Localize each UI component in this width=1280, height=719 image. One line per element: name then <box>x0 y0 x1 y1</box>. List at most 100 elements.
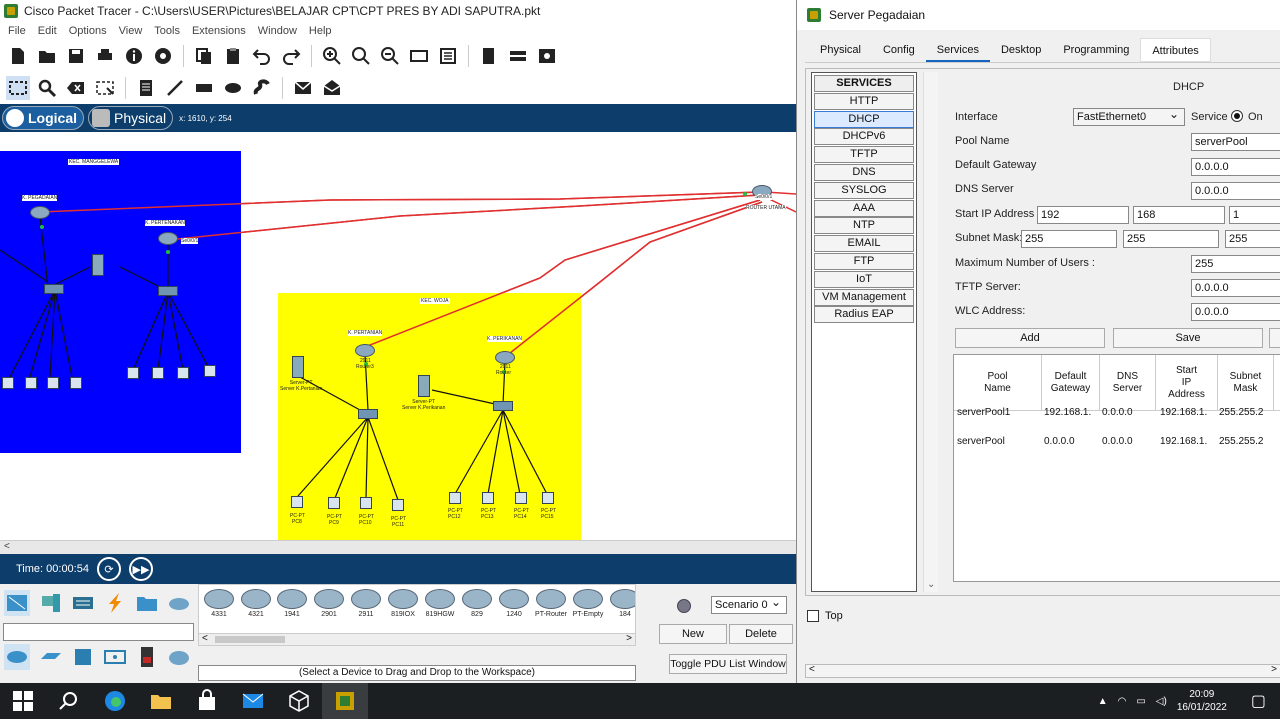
tab-config[interactable]: Config <box>872 38 926 62</box>
services-scrollbar[interactable]: ⌄ <box>923 72 938 592</box>
device-search-input[interactable] <box>3 623 194 641</box>
menu-window[interactable]: Window <box>257 25 297 37</box>
model-4321[interactable]: 4321 <box>239 587 273 621</box>
pc-blue[interactable] <box>47 377 59 389</box>
service-email[interactable]: EMAIL <box>814 235 914 253</box>
models-scrollbar[interactable]: < > <box>199 633 635 645</box>
router-pertenakan[interactable] <box>158 232 178 245</box>
router-perikanan[interactable] <box>495 351 515 364</box>
notes-button[interactable] <box>477 44 501 68</box>
screenshot-button[interactable] <box>535 44 559 68</box>
pc13[interactable] <box>482 492 494 504</box>
fast-forward-button[interactable]: ▶▶ <box>128 557 153 581</box>
service-ftp[interactable]: FTP <box>814 252 914 270</box>
dialog-scroll-left-icon[interactable]: < <box>809 664 815 675</box>
scroll-left-arrow-icon[interactable]: < <box>4 541 10 552</box>
info-button[interactable] <box>122 44 146 68</box>
server-pertanian[interactable] <box>292 356 304 378</box>
service-syslog[interactable]: SYSLOG <box>814 181 914 199</box>
tab-services[interactable]: Services <box>925 38 990 62</box>
service-http[interactable]: HTTP <box>814 92 914 110</box>
pc-blue[interactable] <box>204 365 216 377</box>
dialog-scroll-right-icon[interactable]: > <box>1271 664 1277 675</box>
pc-blue[interactable] <box>2 377 14 389</box>
scroll-left-icon[interactable]: < <box>202 633 208 644</box>
undo-button[interactable] <box>250 44 274 68</box>
pc15[interactable] <box>542 492 554 504</box>
scroll-right-icon[interactable]: > <box>626 633 632 644</box>
category-connections[interactable] <box>102 590 128 616</box>
add-complex-pdu-button[interactable] <box>320 76 344 100</box>
category-miscellaneous[interactable] <box>134 590 160 616</box>
notifications-icon[interactable]: ▢ <box>1250 693 1266 710</box>
network-info-button[interactable] <box>151 44 175 68</box>
service-tftp[interactable]: TFTP <box>814 146 914 164</box>
col-default-gateway[interactable]: Default Gateway <box>1042 355 1100 411</box>
file-explorer-taskbar-button[interactable] <box>138 683 184 719</box>
model-829[interactable]: 829 <box>460 587 494 621</box>
switch-blue-right[interactable] <box>158 286 178 296</box>
model-4331[interactable]: 4331 <box>202 587 236 621</box>
service-dhcp[interactable]: DHCP <box>814 110 914 128</box>
place-note-button[interactable] <box>134 76 158 100</box>
inspect-tool-button[interactable] <box>35 76 59 100</box>
switch-yellow-left[interactable] <box>358 409 378 419</box>
service-on-radio[interactable] <box>1231 110 1243 122</box>
pc-blue[interactable] <box>127 367 139 379</box>
max-users-input[interactable]: 255 <box>1191 255 1280 273</box>
router-pegadaian[interactable] <box>30 206 50 219</box>
top-checkbox[interactable] <box>807 610 819 622</box>
custom-device-button[interactable] <box>436 44 460 68</box>
table-row[interactable]: serverPool 0.0.0.0 0.0.0.0 192.168.1. 25… <box>954 436 1280 456</box>
start-ip-octet-2[interactable]: 168 <box>1133 206 1225 224</box>
tab-physical[interactable]: Physical <box>809 38 872 62</box>
physical-mode-tab[interactable]: Physical <box>88 106 174 130</box>
draw-ellipse-button[interactable] <box>221 76 245 100</box>
model-2911[interactable]: 2911 <box>349 587 383 621</box>
scenario-select[interactable]: Scenario 0 <box>711 594 787 614</box>
service-dns[interactable]: DNS <box>814 163 914 181</box>
service-radius-eap[interactable]: Radius EAP <box>814 306 914 324</box>
delete-scenario-button[interactable]: Delete <box>729 624 793 644</box>
service-dhcpv6[interactable]: DHCPv6 <box>814 128 914 146</box>
dialog-horizontal-scrollbar[interactable]: < > <box>805 664 1280 678</box>
model-1240[interactable]: 1240 <box>497 587 531 621</box>
zoom-out-button[interactable] <box>378 44 402 68</box>
scroll-down-chevron-icon[interactable]: ⌄ <box>927 579 936 590</box>
server-perikanan[interactable] <box>418 375 430 397</box>
menu-edit[interactable]: Edit <box>37 25 57 37</box>
mail-taskbar-button[interactable] <box>230 683 276 719</box>
delete-tool-button[interactable] <box>64 76 88 100</box>
select-tool-button[interactable] <box>6 76 30 100</box>
power-cycle-button[interactable]: ⟳ <box>96 557 121 581</box>
switch-yellow-right[interactable] <box>493 401 513 411</box>
router-pertanian[interactable] <box>355 344 375 357</box>
pc-blue[interactable] <box>152 367 164 379</box>
menu-options[interactable]: Options <box>68 25 107 37</box>
print-button[interactable] <box>93 44 117 68</box>
menu-help[interactable]: Help <box>308 25 332 37</box>
start-ip-octet-1[interactable]: 192 <box>1037 206 1129 224</box>
pc-blue[interactable] <box>25 377 37 389</box>
subnet-mask-octet-3[interactable]: 255 <box>1225 230 1280 248</box>
subcategory-security[interactable] <box>134 644 160 670</box>
models-scroll-thumb[interactable] <box>215 636 285 643</box>
zoom-reset-button[interactable] <box>349 44 373 68</box>
redo-button[interactable] <box>279 44 303 68</box>
pc14[interactable] <box>515 492 527 504</box>
logical-mode-tab[interactable]: Logical <box>2 106 85 130</box>
volume-icon[interactable]: ◁) <box>1155 695 1167 707</box>
copy-button[interactable] <box>192 44 216 68</box>
taskbar-clock[interactable]: 20:09 16/01/2022 <box>1177 688 1227 714</box>
draw-line-button[interactable] <box>163 76 187 100</box>
category-components[interactable] <box>70 590 96 616</box>
subcategory-wireless[interactable] <box>102 644 128 670</box>
3d-viewer-taskbar-button[interactable] <box>276 683 322 719</box>
model-819iox[interactable]: 819IOX <box>386 587 420 621</box>
dns-server-input[interactable]: 0.0.0.0 <box>1191 182 1280 200</box>
pc-blue[interactable] <box>177 367 189 379</box>
category-network-devices[interactable] <box>4 590 30 616</box>
zone-manggelewa-label[interactable]: KEC. MANGGELEWA <box>68 159 120 165</box>
new-scenario-button[interactable]: New <box>659 624 727 644</box>
subcategory-wan-emulation[interactable] <box>166 644 192 670</box>
